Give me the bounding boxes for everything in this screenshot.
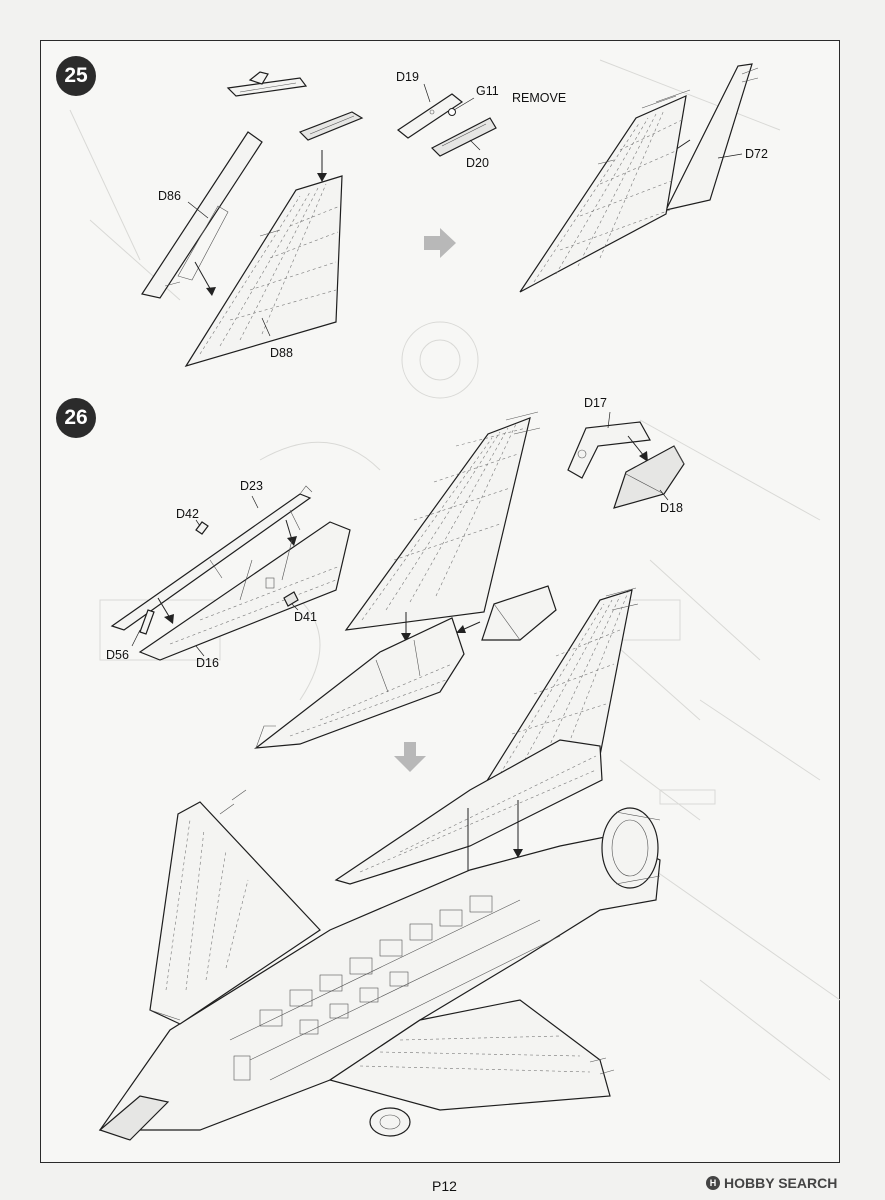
- part-D42: [195, 521, 209, 535]
- part-label-d18: D18: [660, 501, 683, 515]
- part-D19: [396, 93, 464, 139]
- part-label-d20: D20: [466, 156, 489, 170]
- part-fin-tip: [298, 111, 364, 182]
- part-D23: [110, 485, 313, 631]
- remove-note: REMOVE: [512, 91, 567, 105]
- step-number-badge: 25: [56, 56, 96, 96]
- part-label-d86: D86: [158, 189, 181, 203]
- arrow-d86-to-d88: [194, 261, 216, 296]
- part-D16: [138, 521, 351, 661]
- part-D17: [567, 421, 651, 479]
- part-label-d17: D17: [584, 396, 607, 410]
- part-D18: [613, 445, 685, 509]
- spine-section: [254, 617, 465, 749]
- part-D20: [430, 117, 497, 157]
- assembled-fin-25: [519, 89, 691, 293]
- step-number-badge: 26: [56, 398, 96, 438]
- page-number: P12: [432, 1178, 457, 1194]
- reverse-page-ghost: [69, 59, 841, 1081]
- flow-arrow-25: [424, 228, 456, 258]
- part-bracket-top: [226, 71, 308, 97]
- fin-26-assembled: [478, 587, 639, 793]
- watermark-text: HOBBY SEARCH: [724, 1175, 838, 1191]
- part-G11: [448, 108, 456, 116]
- step-number: 26: [64, 406, 88, 429]
- step-25-panel: [40, 40, 840, 384]
- part-label-d72: D72: [745, 147, 768, 161]
- part-label-g11: G11: [476, 84, 499, 98]
- part-D56: [139, 609, 155, 635]
- fuselage: [98, 789, 661, 1141]
- part-label-d23: D23: [240, 479, 263, 493]
- part-label-d88: D88: [270, 346, 293, 360]
- part-label-d42: D42: [176, 507, 199, 521]
- flow-arrow-26: [394, 742, 426, 772]
- part-D88: [184, 175, 343, 368]
- spine-on-fuselage: [334, 739, 603, 886]
- watermark: H HOBBY SEARCH: [706, 1175, 837, 1191]
- watermark-logo-icon: H: [706, 1176, 720, 1190]
- part-D41: [283, 591, 299, 607]
- part-label-d19: D19: [396, 70, 419, 84]
- fin-26-upper: [344, 411, 541, 642]
- vent-assembly: [456, 585, 557, 641]
- step-number: 25: [64, 64, 88, 87]
- part-D86: [141, 131, 263, 299]
- part-label-d16: D16: [196, 656, 219, 670]
- part-label-d41: D41: [294, 610, 317, 624]
- part-label-d56: D56: [106, 648, 129, 662]
